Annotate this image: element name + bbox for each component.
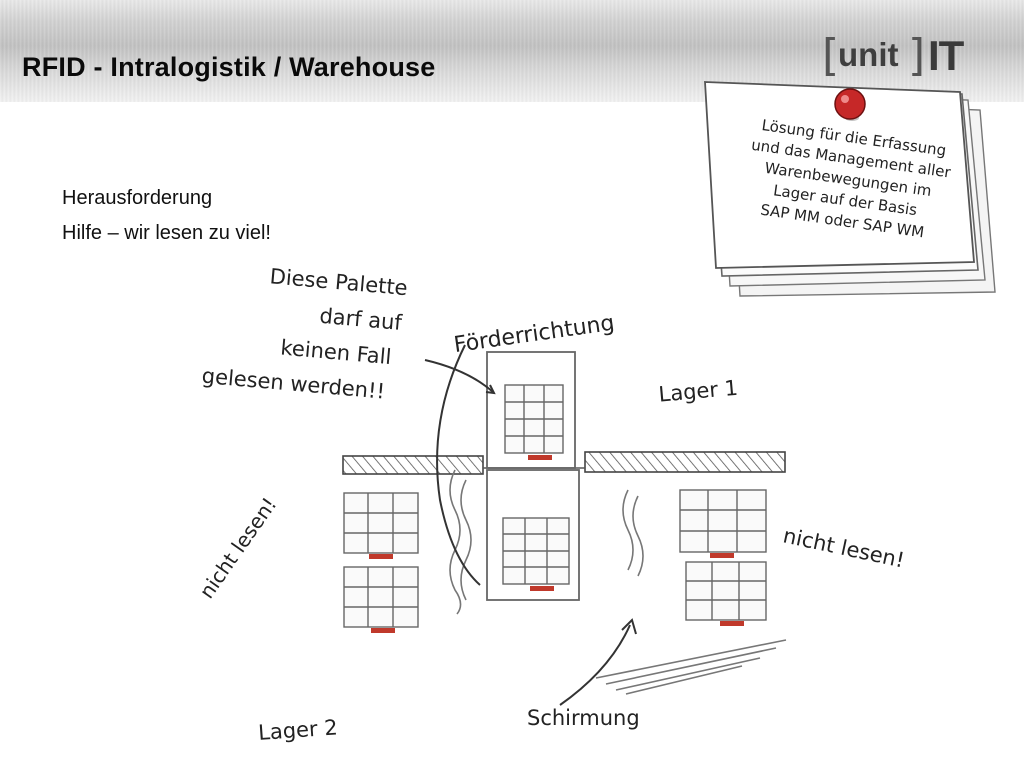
direction-label: Förderrichtung [452, 311, 616, 358]
palette-warning-line: keinen Fall [280, 335, 393, 369]
rfid-tags [369, 455, 744, 633]
shielding-label: Schirmung [527, 706, 640, 730]
logo-suffix: IT [928, 32, 964, 79]
bullet-challenge: Herausforderung [62, 187, 213, 209]
pallet-lager1-bottom [685, 561, 767, 621]
pin-icon [834, 88, 866, 121]
palette-warning-line: darf auf [319, 304, 404, 335]
bullet-list: Herausforderung Hilfe – wir lesen zu vie… [62, 181, 271, 251]
no-read-label-left: nicht lesen! [194, 493, 281, 603]
lager1-label: Lager 1 [658, 376, 739, 407]
title-bar [0, 0, 1024, 102]
warehouse-walls [342, 451, 786, 475]
logo-bracket-left: [ [822, 30, 840, 81]
pallet-in-transit [504, 384, 564, 454]
note-stack: Lösung für die Erfassung und das Managem… [704, 81, 996, 297]
arrows [424, 344, 637, 706]
pallet-lager2-top [343, 492, 419, 554]
bullet-help: Hilfe – wir lesen zu viel! [62, 222, 271, 244]
slide-title: RFID - Intralogistik / Warehouse [22, 52, 436, 82]
pallet-conveyor [502, 517, 570, 585]
logo-word: unit [838, 36, 899, 73]
logo-bracket-right: ] [908, 30, 926, 81]
pallet-lager1-top [679, 489, 767, 553]
lager2-label: Lager 2 [257, 715, 338, 744]
palette-warning-line: Diese Palette [269, 264, 409, 300]
no-read-label-right: nicht lesen! [781, 523, 907, 572]
conveyor [486, 351, 580, 601]
palette-warning-line: gelesen werden!! [201, 364, 386, 404]
pallet-lager2-bottom [343, 566, 419, 628]
